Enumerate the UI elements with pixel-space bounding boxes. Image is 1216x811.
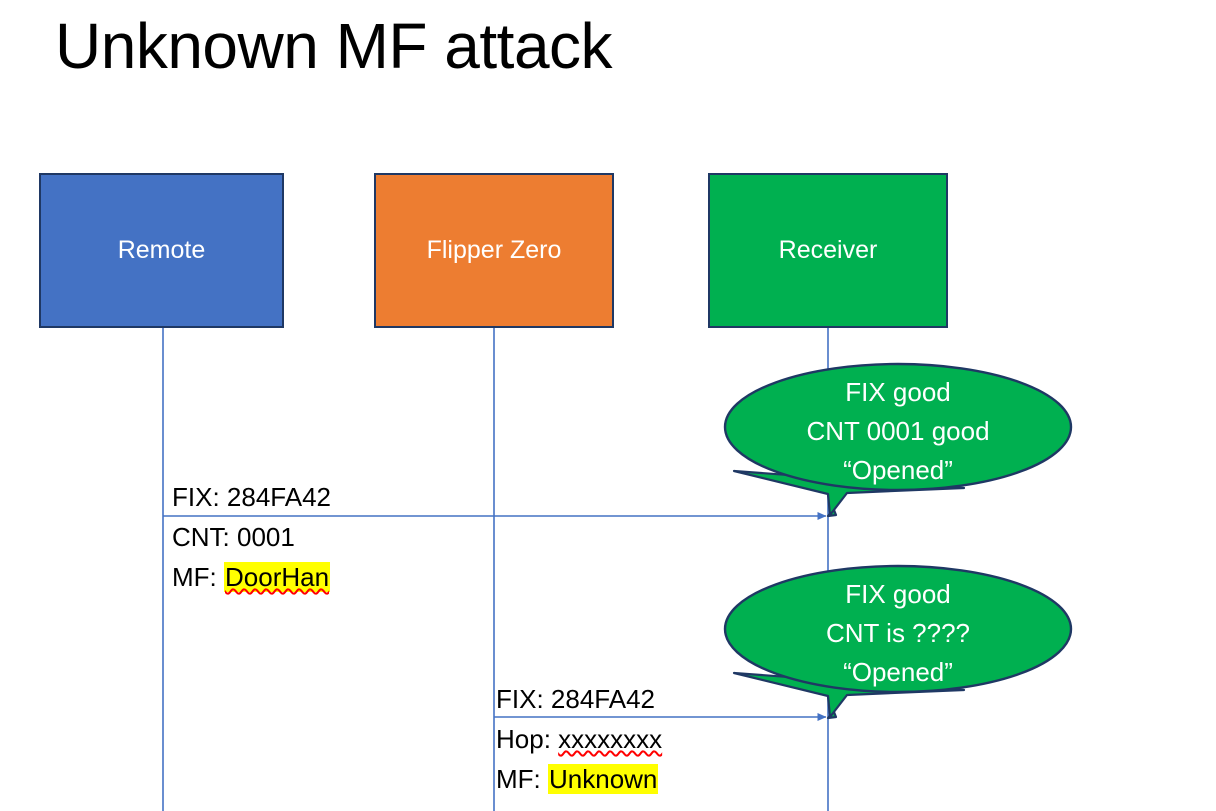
actor-box-remote[interactable]: Remote [39, 173, 284, 328]
message-remote-mf-label: MF: [172, 562, 224, 592]
message-remote-mf: MF: DoorHan [172, 557, 331, 597]
actor-box-receiver[interactable]: Receiver [708, 173, 948, 328]
message-remote-mf-value: DoorHan [224, 562, 331, 592]
message-flipper-mf: MF: Unknown [496, 759, 662, 799]
speech-balloon-shape [723, 564, 1073, 720]
actor-label-flipper: Flipper Zero [426, 236, 562, 264]
message-flipper-hop-label: Hop: [496, 724, 559, 754]
message-flipper-mf-label: MF: [496, 764, 548, 794]
message-remote-cnt: CNT: 0001 [172, 522, 295, 552]
actor-label-receiver: Receiver [778, 236, 878, 264]
message-flipper-fix: FIX: 284FA42 [496, 684, 655, 714]
speech-balloon-first-response[interactable]: FIX good CNT 0001 good “Opened” [723, 362, 1073, 518]
message-label-flipper: FIX: 284FA42 Hop: xxxxxxxx MF: Unknown [496, 679, 662, 799]
message-flipper-hop-value: xxxxxxxx [558, 724, 663, 754]
speech-balloon-second-response[interactable]: FIX good CNT is ???? “Opened” [723, 564, 1073, 720]
actor-label-remote: Remote [117, 236, 206, 264]
message-flipper-mf-value: Unknown [548, 764, 659, 794]
message-flipper-hop: Hop: xxxxxxxx [496, 719, 662, 759]
speech-balloon-shape [723, 362, 1073, 518]
message-remote-fix: FIX: 284FA42 [172, 482, 331, 512]
actor-box-flipper[interactable]: Flipper Zero [374, 173, 614, 328]
message-label-remote: FIX: 284FA42 CNT: 0001 MF: DoorHan [172, 477, 331, 597]
page-title: Unknown MF attack [55, 10, 613, 82]
